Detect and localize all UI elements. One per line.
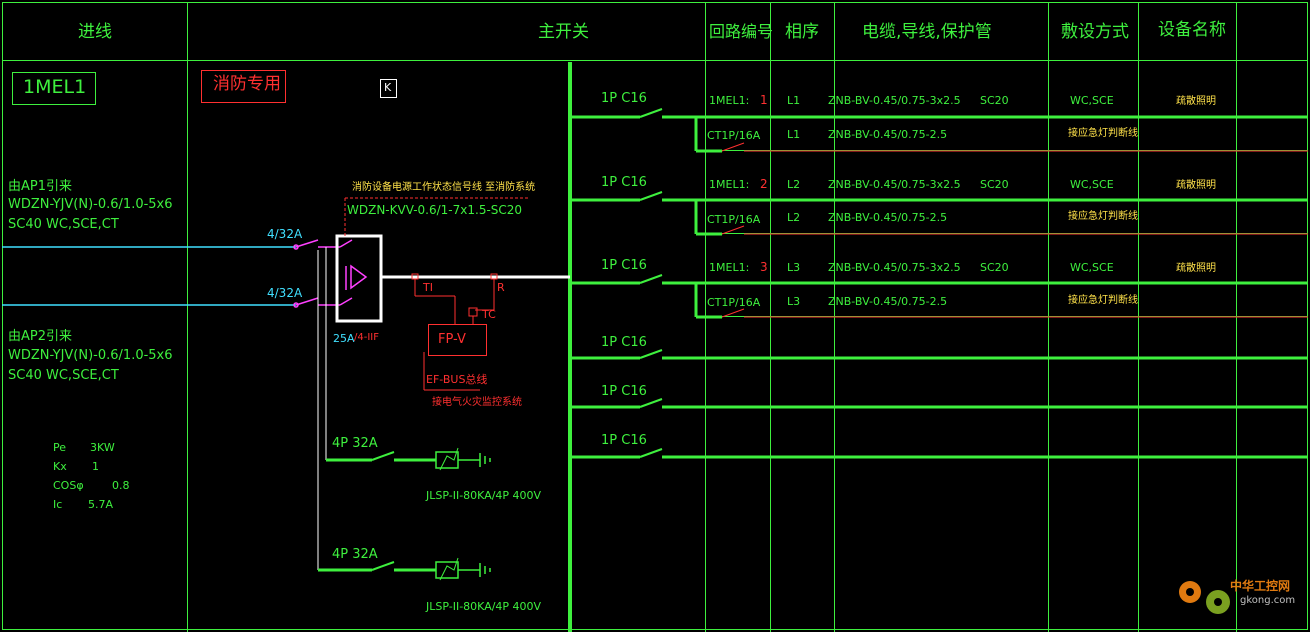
sub-breaker: CT1P/16A: [707, 129, 761, 142]
monitor-note: 消防设备电源工作状态信号线 至消防系统: [352, 182, 536, 193]
circuit-breaker: 1P C16: [601, 175, 647, 190]
spd-breaker-2: 4P 32A: [332, 547, 378, 562]
feed2-from: 由AP2引来: [8, 329, 73, 344]
fire-only-label: 消防专用: [213, 74, 281, 94]
sub-laying: 接应急灯判断线: [1068, 295, 1138, 306]
cos-value: 0.8: [112, 479, 130, 492]
circuit-num: 3: [760, 260, 768, 274]
spare-breaker: 1P C16: [601, 384, 647, 399]
header-laying: 敷设方式: [1061, 22, 1129, 42]
ti-label: TI: [423, 281, 433, 294]
tc-label: TC: [482, 308, 496, 321]
gear-logo-icon: [1179, 581, 1230, 614]
circuit-num: 2: [760, 177, 768, 191]
circuit-id: 1MEL1:: [709, 261, 750, 274]
feed1-from: 由AP1引来: [8, 179, 73, 194]
spare-breaker: 1P C16: [601, 335, 647, 350]
sub-phase: L3: [787, 295, 801, 308]
circuit-laying: WC,SCE: [1070, 261, 1114, 274]
circuit-laying: WC,SCE: [1070, 94, 1114, 107]
header-phase: 相序: [785, 22, 819, 42]
feed1-conduit: SC40 WC,SCE,CT: [8, 217, 119, 232]
circuit-num: 1: [760, 93, 768, 107]
sub-breaker: CT1P/16A: [707, 296, 761, 309]
kx-value: 1: [92, 460, 99, 473]
sub-phase: L2: [787, 211, 801, 224]
circuit-laying: WC,SCE: [1070, 178, 1114, 191]
feed2-cable: WDZN-YJV(N)-0.6/1.0-5x6: [8, 348, 173, 363]
circuit-phase: L2: [787, 178, 801, 191]
circuit-conduit: SC20: [980, 94, 1009, 107]
cos-label: COSφ: [53, 479, 84, 492]
spare-breaker: 1P C16: [601, 433, 647, 448]
pe-label: Pe: [53, 441, 67, 454]
fpv-box: [428, 324, 487, 356]
sub-cable: ZNB-BV-0.45/0.75-2.5: [828, 128, 948, 141]
circuit-phase: L3: [787, 261, 801, 274]
sub-phase: L1: [787, 128, 801, 141]
sub-cable: ZNB-BV-0.45/0.75-2.5: [828, 211, 948, 224]
ic-label: Ic: [53, 498, 63, 511]
header-incoming: 进线: [78, 22, 112, 42]
k-label: K: [384, 81, 392, 94]
feed1-cable: WDZN-YJV(N)-0.6/1.0-5x6: [8, 197, 173, 212]
circuit-phase: L1: [787, 94, 801, 107]
circuit-device: 疏散照明: [1176, 263, 1216, 274]
header-main-switch: 主开关: [538, 22, 589, 42]
circuit-device: 疏散照明: [1176, 180, 1216, 191]
sub-breaker: CT1P/16A: [707, 213, 761, 226]
sub-laying: 接应急灯判断线: [1068, 211, 1138, 222]
panel-id: 1MEL1: [23, 76, 87, 98]
kx-label: Kx: [53, 460, 67, 473]
k-box: [380, 79, 397, 98]
panel-id-box: [12, 72, 96, 105]
circuit-cable: ZNB-BV-0.45/0.75-3x2.5: [828, 261, 961, 274]
fpv-label: FP-V: [438, 332, 466, 347]
circuit-breaker: 1P C16: [601, 258, 647, 273]
feed2-conduit: SC40 WC,SCE,CT: [8, 368, 119, 383]
spd-label-2: JLSP-II-80KA/4P 400V: [426, 600, 542, 613]
sub-laying: 接应急灯判断线: [1068, 128, 1138, 139]
ats-rating: 25A: [333, 332, 355, 345]
ats-rating-red: /4-IIF: [354, 332, 379, 343]
watermark-name: 中华工控网: [1230, 579, 1291, 593]
header-circuit-no: 回路编号: [709, 22, 774, 41]
monitor-cable: WDZN-KVV-0.6/1-7x1.5-SC20: [347, 203, 523, 217]
r-label: R: [497, 281, 505, 294]
circuit-id: 1MEL1:: [709, 178, 750, 191]
header-cable: 电缆,导线,保护管: [862, 22, 992, 42]
incoming-breaker-1: 4/32A: [267, 227, 303, 241]
sub-cable: ZNB-BV-0.45/0.75-2.5: [828, 295, 948, 308]
fire-label-box: [201, 70, 286, 103]
ic-value: 5.7A: [88, 498, 114, 511]
watermark-url: gkong.com: [1240, 595, 1296, 606]
circuit-cable: ZNB-BV-0.45/0.75-3x2.5: [828, 94, 961, 107]
spd-breaker-1: 4P 32A: [332, 436, 378, 451]
spd-label-1: JLSP-II-80KA/4P 400V: [426, 489, 542, 502]
circuit-breaker: 1P C16: [601, 91, 647, 106]
circuit-device: 疏散照明: [1176, 96, 1216, 107]
circuit-id: 1MEL1:: [709, 94, 750, 107]
incoming-breaker-2: 4/32A: [267, 286, 303, 300]
circuit-cable: ZNB-BV-0.45/0.75-3x2.5: [828, 178, 961, 191]
circuit-conduit: SC20: [980, 178, 1009, 191]
bus-note: 接电气火灾监控系统: [432, 397, 522, 408]
pe-value: 3KW: [90, 441, 115, 454]
bus-label: EF-BUS总线: [426, 373, 488, 386]
circuit-conduit: SC20: [980, 261, 1009, 274]
header-device: 设备名称: [1158, 20, 1226, 40]
